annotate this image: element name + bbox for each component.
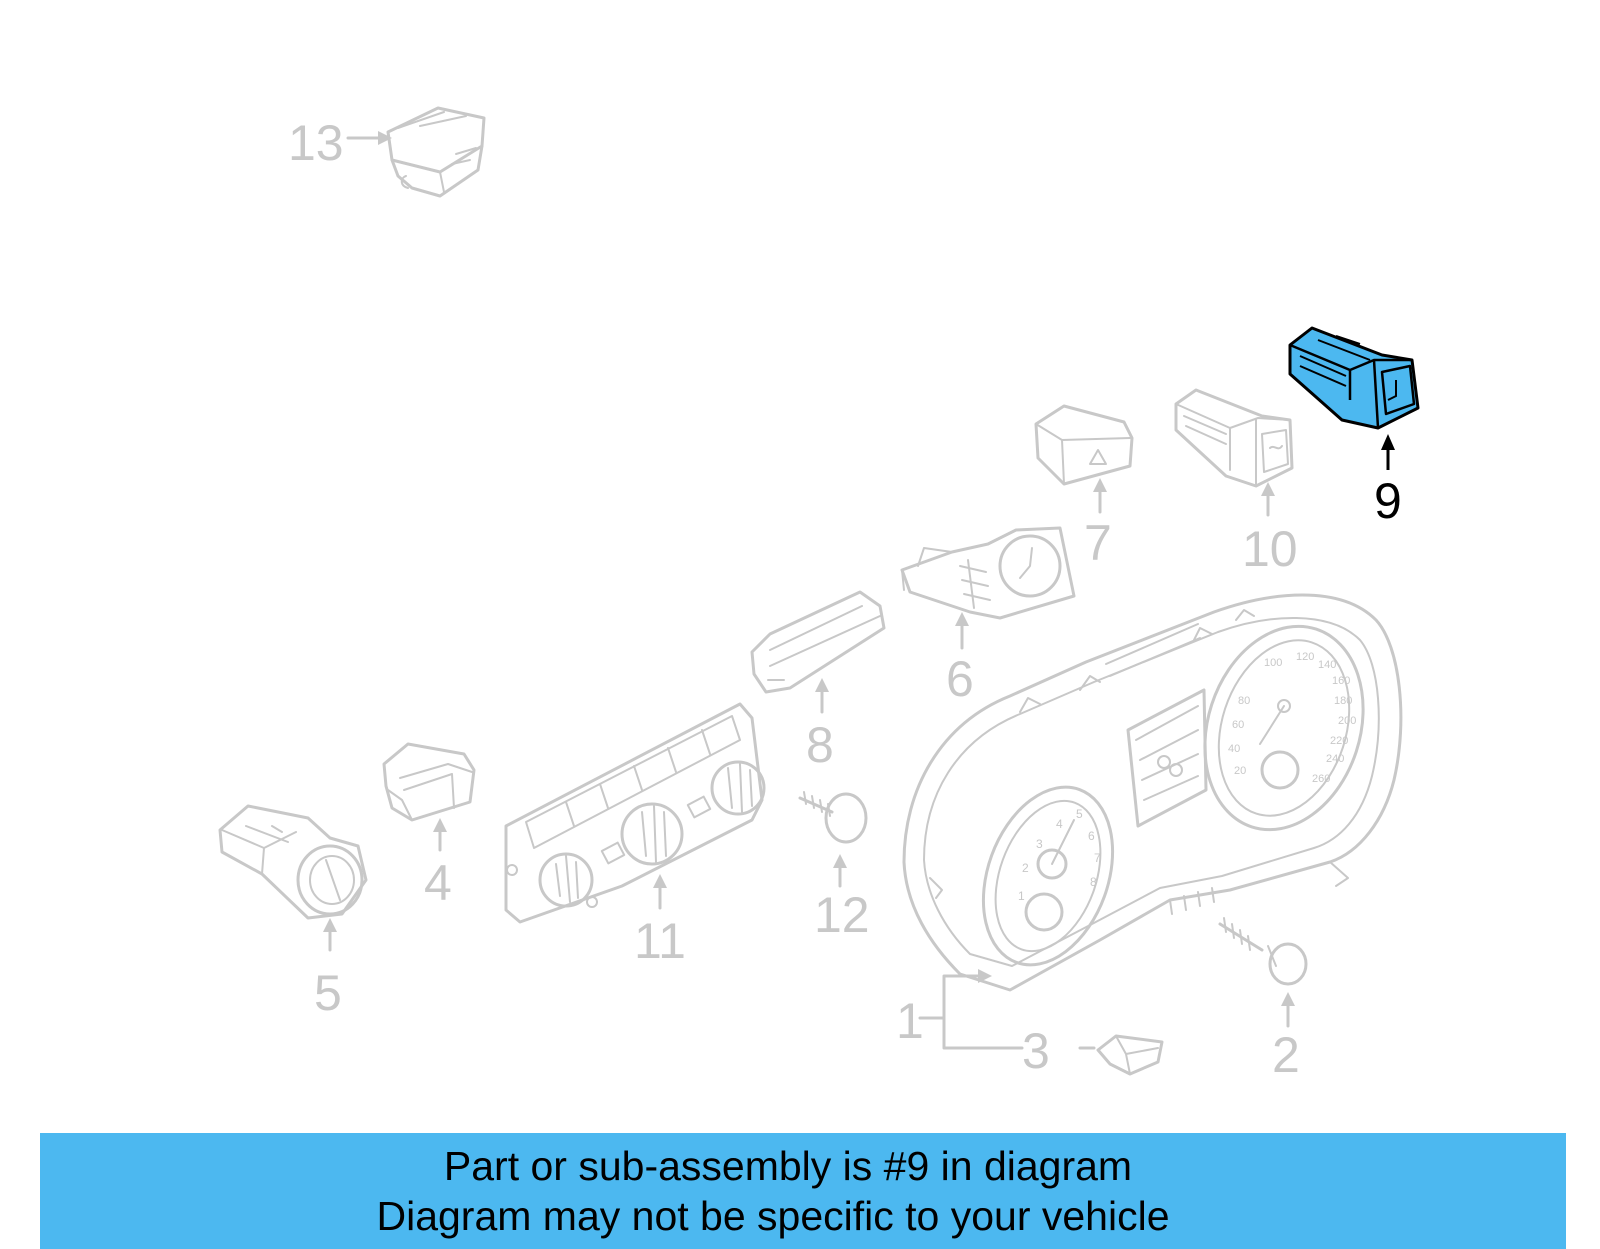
arrow-7-icon [1093,478,1107,492]
speed-label: 60 [1232,719,1244,731]
banner-part-notice: Part or sub-assembly is #9 in diagram [443,1143,1133,1189]
part-10-switch[interactable] [1174,388,1294,488]
arrow-13-icon [378,131,392,145]
part-6-clock[interactable] [900,526,1076,620]
callout-6[interactable]: 6 [946,651,974,707]
arrow-5-icon [323,918,337,932]
speed-label: 120 [1296,651,1314,663]
rpm-label: 2 [1022,861,1029,875]
arrow-6-icon [955,612,969,626]
speedometer-labels: 20 40 60 80 100 120 140 160 180 200 220 … [1228,651,1356,785]
arrow-11-icon [653,874,667,888]
arrow-8-icon [815,678,829,692]
callout-13[interactable]: 13 [288,115,344,171]
rpm-label: 4 [1056,817,1063,831]
callout-2[interactable]: 2 [1272,1027,1300,1083]
speed-label: 100 [1264,657,1282,669]
part-7-switch[interactable] [1034,404,1134,486]
part-9-switch[interactable] [1288,326,1420,430]
callout-8[interactable]: 8 [806,717,834,773]
callout-7[interactable]: 7 [1084,515,1112,571]
arrow-4-icon [433,818,447,832]
arrow-9-icon [1381,434,1395,450]
part-4-switch[interactable] [382,742,476,822]
callout-4[interactable]: 4 [424,855,452,911]
callout-1[interactable]: 1 [896,993,924,1049]
part-11-climate-panel[interactable] [504,702,766,924]
arrow-12-icon [833,854,847,868]
rpm-label: 8 [1090,875,1097,889]
arrow-10-icon [1261,482,1275,496]
part-8-switch-strip[interactable] [750,590,886,694]
rpm-label: 5 [1076,807,1083,821]
callout-5[interactable]: 5 [314,965,342,1021]
arrow-2-icon [1281,992,1295,1006]
speed-label: 20 [1234,765,1246,777]
callout-12[interactable]: 12 [814,887,870,943]
callout-11[interactable]: 11 [634,913,686,969]
part-1-leader [918,969,1024,1050]
part-2-screw[interactable] [1218,917,1308,986]
speed-label: 80 [1238,695,1250,707]
speed-label: 200 [1338,715,1356,727]
part-1-instrument-cluster[interactable] [902,593,1403,992]
callout-9[interactable]: 9 [1374,473,1402,529]
speed-label: 160 [1332,675,1350,687]
callout-3[interactable]: 3 [1022,1023,1050,1079]
callout-10[interactable]: 10 [1242,521,1298,577]
speed-label: 240 [1326,753,1344,765]
part-13-switch[interactable] [386,106,486,198]
speed-label: 40 [1228,743,1240,755]
rpm-label: 1 [1018,889,1025,903]
speed-label: 260 [1312,773,1330,785]
speed-label: 140 [1318,659,1336,671]
rpm-label: 7 [1094,851,1101,865]
rpm-label: 6 [1088,829,1095,843]
banner-disclaimer: Diagram may not be specific to your vehi… [376,1193,1170,1239]
speed-label: 220 [1330,735,1348,747]
tachometer-labels: 1 2 3 4 5 6 7 8 [1018,807,1101,903]
part-3-clip[interactable] [1096,1034,1164,1076]
rpm-label: 3 [1036,837,1043,851]
speed-label: 180 [1334,695,1352,707]
info-banner: Part or sub-assembly is #9 in diagram Di… [40,1133,1566,1249]
part-5-headlight-switch[interactable] [218,804,368,920]
part-12-screw[interactable] [798,791,868,844]
